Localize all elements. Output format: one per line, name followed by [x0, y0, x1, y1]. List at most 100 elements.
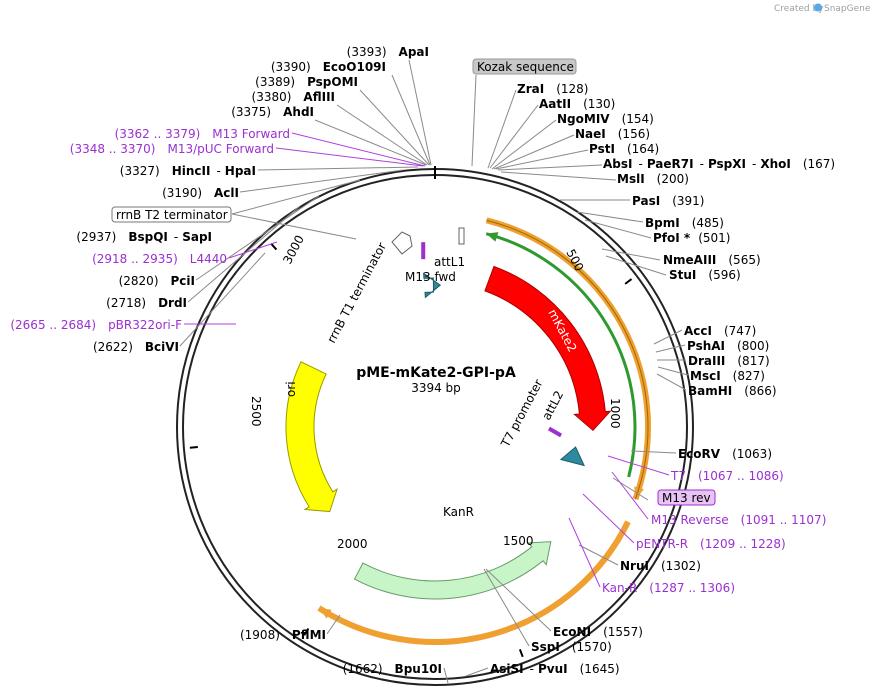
- lead-line-15: [491, 119, 557, 170]
- site-nmeaiii[interactable]: NmeAIII(565): [663, 253, 761, 267]
- primer-lead-2: [228, 241, 278, 259]
- site-pcii[interactable]: (2820)PciI: [119, 274, 195, 288]
- arc-cds-orange-bottom-head: [318, 607, 332, 619]
- primer-kan-r[interactable]: Kan-R(1287 .. 1306): [602, 581, 735, 595]
- tick-3000: [270, 242, 278, 251]
- site-asisi-pvui[interactable]: AsiSI-PvuI(1645): [490, 662, 620, 676]
- snapgene-brand: SnapGene: [824, 4, 871, 14]
- site-psti[interactable]: PstI(164): [589, 142, 659, 156]
- site-msli[interactable]: MslI(200): [617, 172, 689, 186]
- feature-attl1-label: attL1: [434, 255, 465, 269]
- arc-green-top-head: [486, 232, 499, 242]
- site-nrui[interactable]: NruI(1302): [620, 559, 701, 573]
- lead-line-8: [195, 195, 320, 281]
- site-draiii[interactable]: DraIII(817): [688, 354, 770, 368]
- primer-lead-4: [607, 455, 670, 476]
- site-afliii[interactable]: (3380)AflIII: [252, 90, 335, 104]
- lead-line-7: [231, 179, 361, 215]
- site-apai[interactable]: (3393)ApaI: [347, 45, 429, 59]
- kozak-marker: [458, 227, 465, 245]
- lead-line-28: [657, 366, 689, 376]
- site-hincii[interactable]: (3327)HincII-HpaI: [120, 164, 256, 178]
- site-drdi[interactable]: (2718)DrdI: [106, 296, 187, 310]
- lead-line-37: [443, 667, 449, 684]
- site-aatii[interactable]: AatII(130): [539, 97, 615, 111]
- lead-line-3: [336, 104, 428, 166]
- feature-attl2-arrow[interactable]: [559, 446, 586, 467]
- lead-line-17: [495, 149, 589, 170]
- snapgene-logo-icon: [814, 3, 822, 12]
- feature-mkate2-arrow[interactable]: [484, 265, 612, 432]
- m13rev-box: [657, 489, 716, 506]
- site-pasi[interactable]: PasI(391): [632, 194, 704, 208]
- site-ahdi[interactable]: (3375)AhdI: [231, 105, 314, 119]
- site-sspi[interactable]: SspI(1570): [531, 640, 612, 654]
- rrnb-t2-box: [111, 206, 232, 223]
- enzyme-labels-left: (3393)ApaI (3390)EcoO109I (3389)PspOMI (…: [76, 45, 442, 676]
- primer-labels: (3362 .. 3379)M13 Forward (3348 .. 3370)…: [10, 127, 826, 595]
- lead-line-2: [359, 89, 430, 166]
- primer-pbr322ori-f[interactable]: (2665 .. 2684)pBR322ori-F: [10, 318, 182, 332]
- feature-rrnb-t1-arrow[interactable]: [391, 231, 413, 255]
- feature-ori-label: ori: [284, 381, 298, 397]
- site-bpu10i[interactable]: (1662)Bpu10I: [343, 662, 442, 676]
- feature-attl1-arrow[interactable]: [423, 272, 442, 299]
- feature-t7-label: T7 promoter: [498, 377, 546, 450]
- site-bpmi[interactable]: BpmI(485): [645, 216, 724, 230]
- lead-line-11: [231, 213, 357, 240]
- tick-label-2500: 2500: [249, 396, 263, 427]
- tick-label-1000: 1000: [608, 398, 622, 429]
- site-msci[interactable]: MscI(827): [690, 369, 765, 383]
- lead-line-9: [187, 205, 301, 303]
- primer-pentr-r[interactable]: pENTR-R(1209 .. 1228): [636, 537, 786, 551]
- lead-line-25: [653, 329, 683, 345]
- feature-ori-arrow[interactable]: [285, 361, 338, 513]
- lead-line-35: [465, 667, 489, 677]
- feature-arcs: [285, 217, 651, 645]
- feature-attl2-label: attL2: [539, 388, 566, 422]
- site-pshai[interactable]: PshAI(800): [687, 339, 769, 353]
- primer-m13-forward[interactable]: (3362 .. 3379)M13 Forward: [115, 127, 290, 141]
- primer-m13-puc-forward[interactable]: (3348 .. 3370)M13/pUC Forward: [70, 142, 274, 156]
- site-bcivi[interactable]: (2622)BciVI: [93, 340, 179, 354]
- site-ecoo109i[interactable]: (3390)EcoO109I: [271, 60, 386, 74]
- kozak-label: Kozak sequence: [477, 60, 574, 74]
- tick-label-3000: 3000: [280, 233, 307, 267]
- lead-line-0: [408, 59, 432, 166]
- lead-line-16: [493, 134, 575, 170]
- lead-line-34: [483, 568, 530, 647]
- tick-1500: [518, 648, 524, 658]
- plasmid-length: 3394 bp: [411, 381, 461, 395]
- primer-l4440[interactable]: (2918 .. 2935)L4440: [92, 252, 227, 266]
- site-zrai[interactable]: ZraI(128): [517, 82, 588, 96]
- lead-line-13: [487, 89, 517, 169]
- lead-line-29: [656, 373, 687, 391]
- site-stui[interactable]: StuI(596): [669, 268, 741, 282]
- lead-line-6: [239, 169, 404, 193]
- site-acli[interactable]: (3190)AclI: [162, 186, 239, 200]
- site-acci[interactable]: AccI(747): [684, 324, 756, 338]
- site-pspomi[interactable]: (3389)PspOMI: [255, 75, 358, 89]
- site-bspqi[interactable]: (2937)BspQI-SapI: [76, 230, 212, 244]
- primer-t7[interactable]: T7(1067 .. 1086): [670, 469, 784, 483]
- primer-lead-1: [275, 147, 424, 167]
- site-absi[interactable]: AbsI-PaeR7I-PspXI-XhoI(167): [603, 157, 835, 171]
- arc-green-top: [485, 232, 637, 478]
- enzyme-labels-right: ZraI(128) AatII(130) NgoMIV(154) NaeI(15…: [490, 82, 835, 676]
- feature-kanr-arrow[interactable]: [353, 541, 552, 600]
- site-pflmi[interactable]: (1908)PflMI: [240, 628, 326, 642]
- lead-line-14: [489, 104, 539, 169]
- site-econi[interactable]: EcoNI(1557): [553, 625, 643, 639]
- site-ngomiv[interactable]: NgoMIV(154): [557, 112, 654, 126]
- site-ecorv[interactable]: EcoRV(1063): [678, 447, 772, 461]
- site-naei[interactable]: NaeI(156): [575, 127, 650, 141]
- site-bamhi[interactable]: BamHI(866): [688, 384, 777, 398]
- lead-line-32: [578, 544, 619, 566]
- arc-cds-orange-bottom: [317, 520, 631, 645]
- tick-label-2000: 2000: [337, 537, 368, 551]
- primer-m13-reverse[interactable]: M13 Reverse(1091 .. 1107): [651, 513, 826, 527]
- site-pfoi[interactable]: PfoI *(501): [653, 231, 730, 245]
- tick-2500: [189, 446, 198, 449]
